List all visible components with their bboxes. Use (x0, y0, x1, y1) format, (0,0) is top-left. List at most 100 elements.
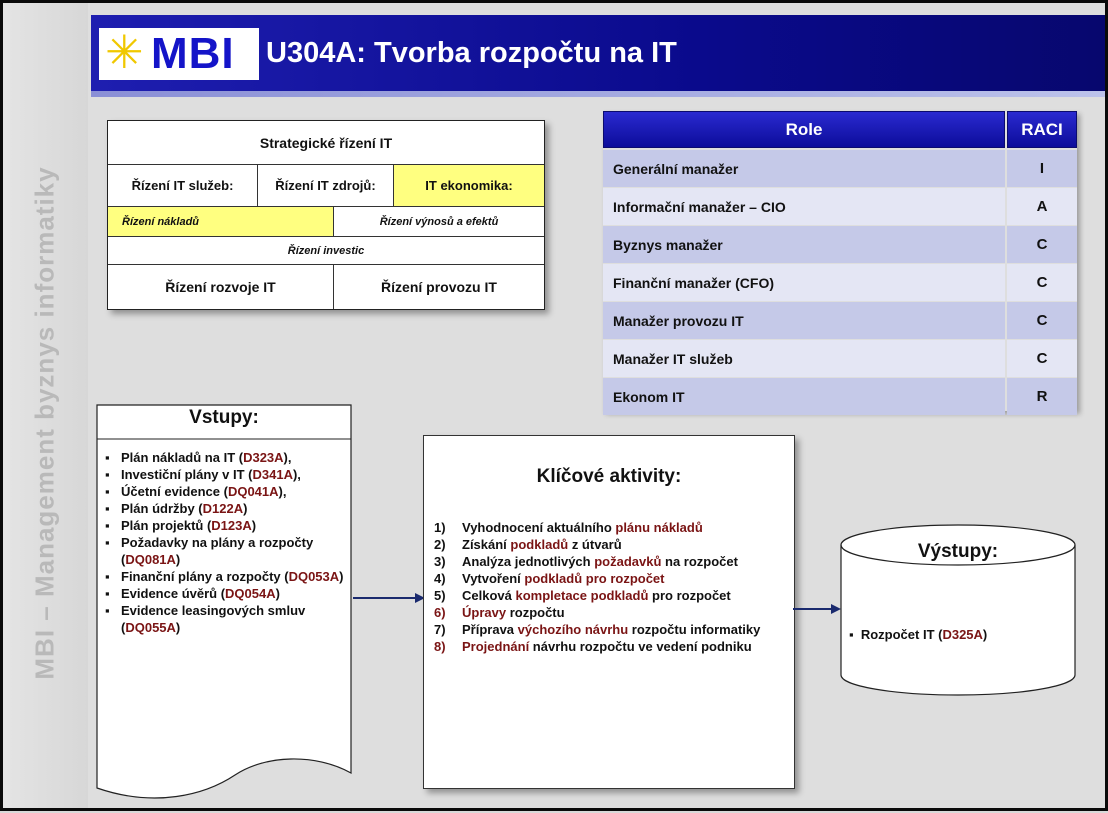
raci-value: C (1007, 302, 1077, 339)
raci-role: Manažer provozu IT (603, 302, 1005, 339)
item-text: Rozpočet IT ( (860, 627, 943, 642)
item-highlight: Úpravy (462, 605, 507, 620)
header-stripe (91, 91, 1105, 97)
development-cell: Řízení rozvoje IT (108, 265, 334, 309)
list-item: Evidence leasingových smluv (DQ055A) (103, 602, 348, 636)
item-text: Příprava (462, 622, 518, 637)
item-highlight: podkladů (510, 537, 569, 552)
arrow-right-icon (353, 593, 425, 603)
raci-role: Finanční manažer (CFO) (603, 264, 1005, 301)
raci-row: Informační manažer – CIO A (603, 188, 1077, 225)
raci-row: Generální manažer I (603, 150, 1077, 187)
item-suffix: ) (243, 501, 248, 516)
raci-value: A (1007, 188, 1077, 225)
item-code: D122A (202, 501, 244, 516)
list-item: 8)Projednání návrhu rozpočtu ve vedení p… (434, 638, 784, 655)
services-cell: Řízení IT služeb: (108, 165, 258, 207)
bullet-icon: ▪ (849, 627, 861, 642)
list-item: 4)Vytvoření podkladů pro rozpočet (434, 570, 784, 587)
item-suffix: ), (278, 484, 287, 499)
sidebar: MBI – Management byznys informatiky (3, 3, 88, 808)
raci-row: Manažer IT služeb C (603, 340, 1077, 377)
raci-value: R (1007, 378, 1077, 415)
item-code: D341A (252, 467, 293, 482)
item-text: Finanční plány a rozpočty ( (121, 569, 289, 584)
item-suffix: ) (175, 552, 181, 567)
item-text: pro rozpočet (648, 588, 731, 603)
list-item: Požadavky na plány a rozpočty (DQ081A) (103, 534, 348, 568)
outputs-cylinder: Výstupy: ▪ Rozpočet IT (D325A) (839, 523, 1077, 698)
item-code: DQ054A (225, 586, 276, 601)
raci-value: C (1007, 264, 1077, 301)
item-text: Vyhodnocení aktuálního (462, 520, 616, 535)
list-item: 7)Příprava výchozího návrhu rozpočtu inf… (434, 621, 784, 638)
item-text: na rozpočet (661, 554, 738, 569)
raci-table: Role RACI Generální manažer I Informační… (603, 111, 1077, 415)
item-text: Plán údržby ( (121, 501, 203, 516)
list-item: 1) Vyhodnocení aktuálního plánu nákladů (434, 519, 784, 536)
raci-row: Finanční manažer (CFO) C (603, 264, 1077, 301)
item-text: Vytvoření (462, 571, 525, 586)
raci-value: C (1007, 340, 1077, 377)
item-highlight: plánu nákladů (615, 520, 703, 535)
list-item: Investiční plány v IT (D341A), (103, 466, 348, 483)
item-suffix: ), (283, 450, 292, 465)
raci-role: Informační manažer – CIO (603, 188, 1005, 225)
item-text: Investiční plány v IT ( (121, 467, 253, 482)
economics-cell: IT ekonomika: (394, 165, 544, 207)
item-text: Evidence úvěrů ( (121, 586, 226, 601)
header-bar: ✳ MBI U304A: Tvorba rozpočtu na IT (91, 15, 1105, 91)
item-text: z útvarů (568, 537, 622, 552)
raci-role: Manažer IT služeb (603, 340, 1005, 377)
logo-text: MBI (151, 29, 235, 78)
key-activities-box: Klíčové aktivity: 1)Vyhodnocení aktuální… (423, 435, 795, 789)
raci-role: Generální manažer (603, 150, 1005, 187)
list-item: 5)Celková kompletace podkladů pro rozpoč… (434, 587, 784, 604)
activities-list: 1) Vyhodnocení aktuálního plánu nákladů 2… (434, 519, 784, 655)
revenues-cell: Řízení výnosů a efektů (334, 207, 544, 237)
sun-star-icon: ✳ (105, 26, 144, 78)
item-code: DQ081A (125, 552, 176, 567)
list-item: Účetní evidence (DQ041A), (103, 483, 348, 500)
item-number: 3) (434, 554, 446, 569)
resources-cell: Řízení IT zdrojů: (258, 165, 394, 207)
inputs-list: Plán nákladů na IT (D323A), Investiční p… (103, 449, 348, 636)
item-suffix: ) (339, 569, 344, 584)
list-item: 6)Úpravy rozpočtu (434, 604, 784, 621)
item-number: 2) (434, 537, 446, 552)
item-suffix: ) (251, 518, 257, 533)
item-text: Získání (462, 537, 511, 552)
list-item: Evidence úvěrů (DQ054A) (103, 585, 348, 602)
item-highlight: požadavků (594, 554, 662, 569)
item-code: D325A (942, 627, 983, 642)
raci-header-raci: RACI (1007, 111, 1077, 148)
item-suffix: ) (982, 627, 988, 642)
mbi-logo: ✳ MBI (99, 26, 259, 80)
item-suffix: ) (275, 586, 280, 601)
strategic-management-table: Strategické řízení IT Řízení IT služeb: … (107, 120, 545, 310)
item-text: návrhu rozpočtu ve vedení podniku (529, 639, 752, 654)
page-title: U304A: Tvorba rozpočtu na IT (266, 37, 677, 69)
cylinder-shape (840, 524, 1076, 696)
list-item: ▪ Rozpočet IT (D325A) (849, 627, 987, 642)
item-code: DQ041A (227, 484, 279, 499)
raci-role: Byznys manažer (603, 226, 1005, 263)
costs-cell: Řízení nákladů (108, 207, 334, 237)
outputs-title: Výstupy: (917, 541, 999, 562)
item-text: Plán nákladů na IT ( (121, 450, 244, 465)
item-code: D123A (211, 518, 252, 533)
strategic-title: Strategické řízení IT (108, 121, 544, 165)
raci-row: Ekonom IT R (603, 378, 1077, 415)
list-item: Plán projektů (D123A) (103, 517, 348, 534)
inputs-document: Vstupy: Plán nákladů na IT (D323A), Inve… (95, 403, 353, 813)
list-item: Plán údržby (D122A) (103, 500, 348, 517)
item-number: 6) (434, 605, 446, 620)
raci-role: Ekonom IT (603, 378, 1005, 415)
item-suffix: ), (292, 467, 301, 482)
item-number: 7) (434, 622, 446, 637)
operations-cell: Řízení provozu IT (381, 279, 497, 295)
raci-row: Manažer provozu IT C (603, 302, 1077, 339)
list-item: 2) Získání podkladů z útvarů (434, 536, 784, 553)
item-number: 1) (434, 520, 446, 535)
